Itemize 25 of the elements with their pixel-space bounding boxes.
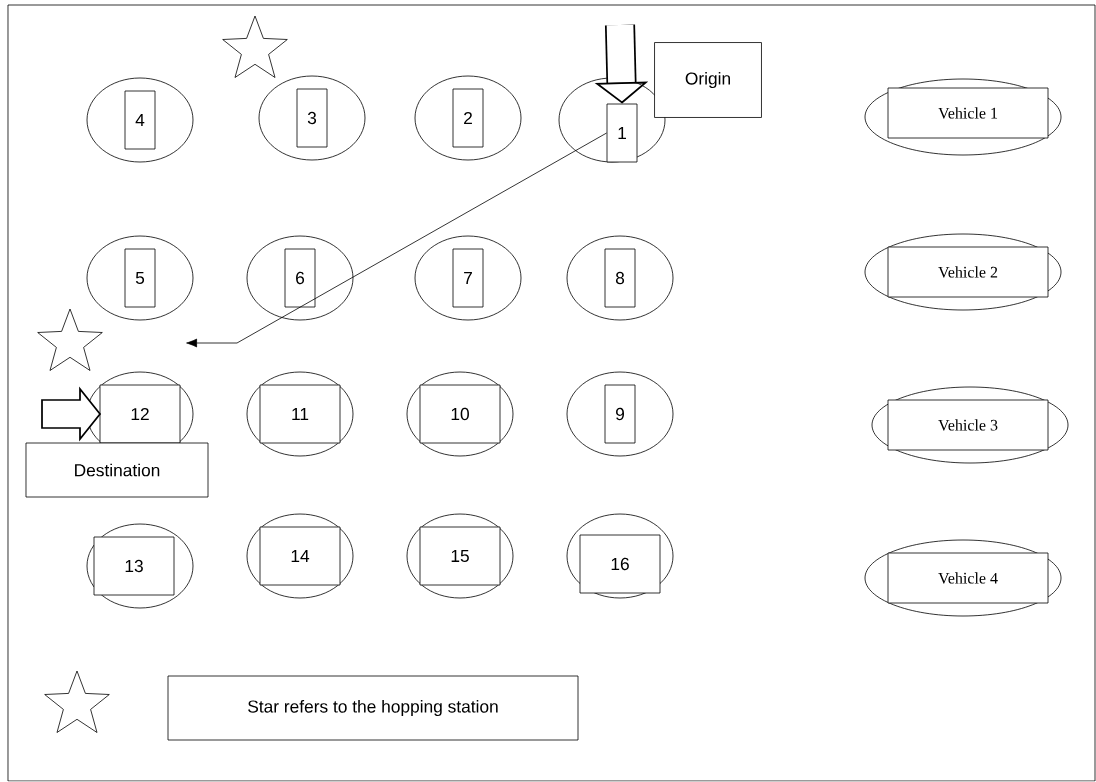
station: 2 [414, 75, 522, 161]
vehicle: Vehicle 4 [864, 539, 1062, 617]
station: 3 [258, 75, 366, 161]
station: 9 [566, 371, 674, 457]
arrow [186, 132, 607, 348]
label-box: Origin [654, 42, 762, 118]
station: 12 [86, 371, 194, 457]
station: 8 [566, 235, 674, 321]
station: 6 [246, 235, 354, 321]
vehicle: Vehicle 1 [864, 78, 1062, 156]
station: 1 [558, 77, 666, 163]
station: 7 [414, 235, 522, 321]
station: 4 [86, 77, 194, 163]
station: 14 [246, 513, 354, 599]
star-icon [222, 15, 288, 78]
station: 5 [86, 235, 194, 321]
vehicle: Vehicle 3 [871, 386, 1069, 464]
vehicle: Vehicle 2 [864, 233, 1062, 311]
station: 10 [406, 371, 514, 457]
station: 16 [566, 513, 674, 599]
station: 13 [86, 523, 194, 609]
station: 11 [246, 371, 354, 457]
legend-box: Star refers to the hopping station [167, 675, 579, 741]
star-icon [37, 308, 103, 371]
station: 15 [406, 513, 514, 599]
